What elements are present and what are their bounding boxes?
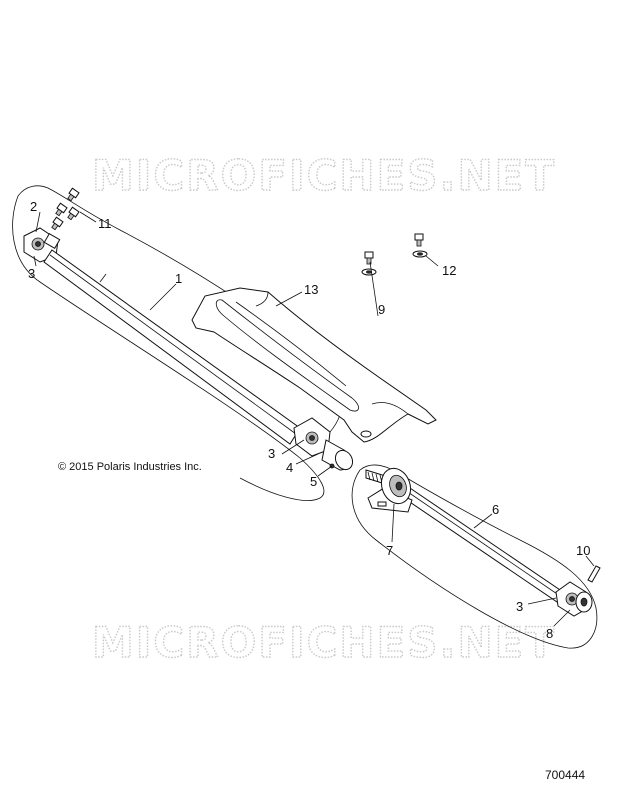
carrier-bearing [367, 467, 413, 513]
roll-pin-10 [587, 565, 601, 583]
copyright-notice: © 2015 Polaris Industries Inc. [58, 461, 202, 473]
front-prop-shaft [43, 249, 301, 445]
bolt-set-11 [51, 187, 80, 231]
bolt-12 [412, 233, 428, 258]
diagram-reference-number: 700444 [545, 768, 585, 782]
callout-9: 9 [378, 302, 385, 317]
callout-4: 4 [286, 460, 293, 475]
callout-10: 10 [576, 543, 590, 558]
callout-8: 8 [546, 626, 553, 641]
callout-1: 1 [175, 271, 182, 286]
callout-5: 5 [310, 474, 317, 489]
callout-2: 2 [30, 199, 37, 214]
callout-6: 6 [492, 502, 499, 517]
callout-3-mid: 3 [268, 446, 275, 461]
watermark-bottom: MICROFICHES.NET [92, 618, 556, 667]
callout-12: 12 [442, 263, 456, 278]
heat-shield [191, 287, 437, 443]
callout-3-rear: 3 [516, 599, 523, 614]
callout-7: 7 [386, 543, 393, 558]
front-shaft-rear-u-joint [293, 417, 354, 471]
watermark-top: MICROFICHES.NET [92, 151, 556, 200]
rear-prop-shaft [365, 469, 567, 605]
bolt-9 [361, 251, 377, 276]
leader-lines [33, 211, 595, 627]
rear-shaft-group-outline [351, 464, 598, 649]
callout-labels: 2 11 3 1 13 9 12 3 4 5 6 7 10 3 8 [28, 199, 590, 641]
callout-3-front: 3 [28, 266, 35, 281]
rear-u-joint [555, 581, 593, 617]
callout-11: 11 [98, 216, 112, 231]
callout-13: 13 [304, 282, 318, 297]
